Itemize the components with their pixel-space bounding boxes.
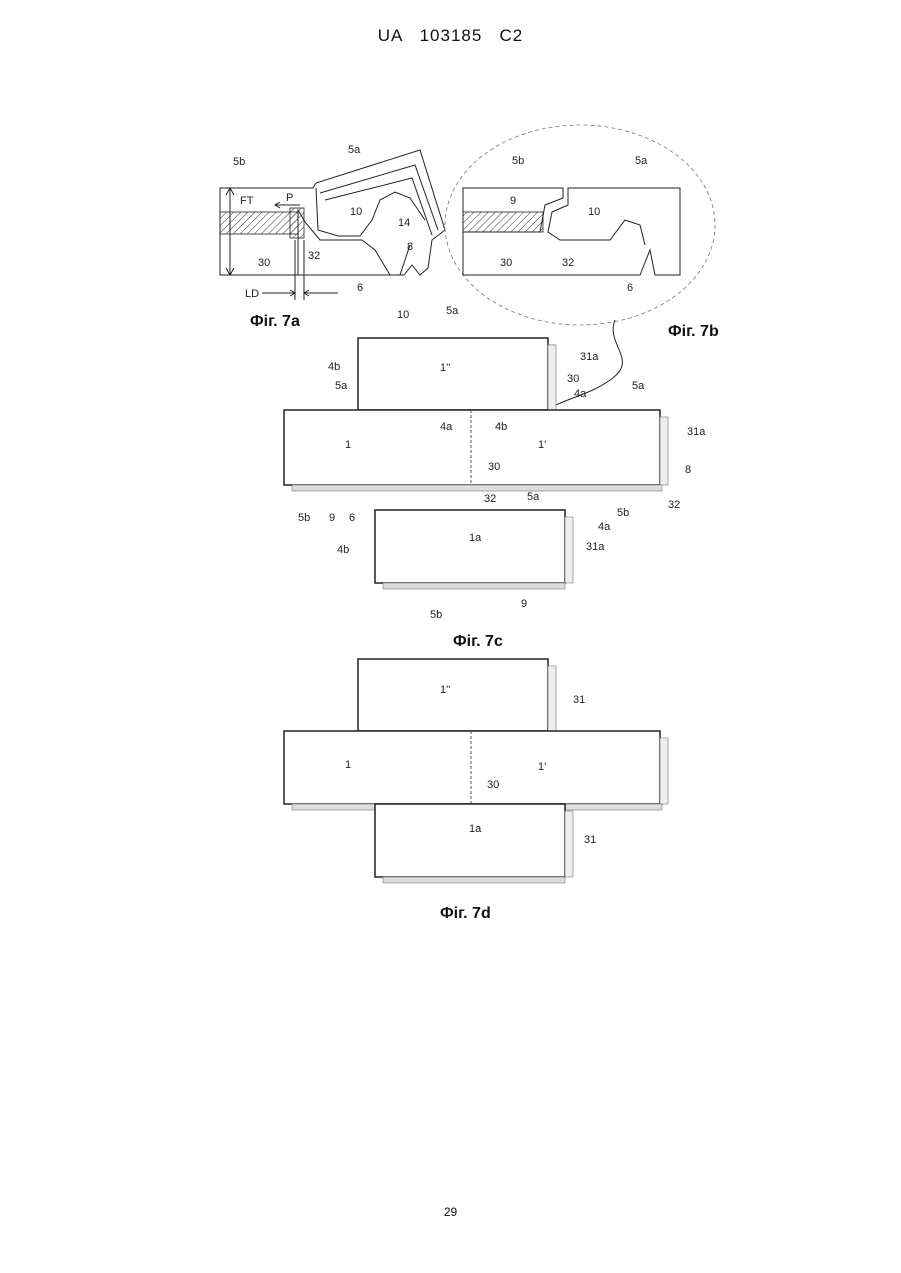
caption-fig-7c: Фіг. 7c bbox=[453, 633, 503, 650]
label-30-top: 30 bbox=[567, 373, 579, 385]
panel-label-left: 1 bbox=[345, 439, 351, 451]
label-5b: 5b bbox=[512, 155, 524, 167]
label-4b-top: 4b bbox=[328, 361, 340, 373]
label-30: 30 bbox=[487, 779, 499, 791]
label-P: P bbox=[286, 192, 293, 204]
label-9-left: 9 bbox=[329, 512, 335, 524]
label-9: 9 bbox=[510, 195, 516, 207]
label-10: 10 bbox=[397, 309, 409, 321]
panel-label-bottom: 1a bbox=[469, 532, 482, 544]
label-31a-bottom: 31a bbox=[586, 541, 605, 553]
label-32-mid: 32 bbox=[484, 493, 496, 505]
label-6: 6 bbox=[357, 282, 363, 294]
page-number: 29 bbox=[0, 1205, 901, 1219]
label-4b-mid: 4b bbox=[495, 421, 507, 433]
label-32-right: 32 bbox=[668, 499, 680, 511]
label-6: 6 bbox=[349, 512, 355, 524]
label-32: 32 bbox=[562, 257, 574, 269]
label-FT: FT bbox=[240, 195, 254, 207]
panel-label-right: 1' bbox=[538, 761, 546, 773]
label-30-mid: 30 bbox=[488, 461, 500, 473]
label-30: 30 bbox=[258, 257, 270, 269]
label-5a-left: 5a bbox=[335, 380, 348, 392]
label-5a-bottom: 5a bbox=[527, 491, 540, 503]
label-9-bottom: 9 bbox=[521, 598, 527, 610]
figure-7d: 1'' 31 1 1' 30 1a 31 Фіг. 7d bbox=[284, 659, 668, 922]
label-LD: LD bbox=[245, 288, 259, 300]
label-31-bottom: 31 bbox=[584, 834, 596, 846]
label-4b-bottom: 4b bbox=[337, 544, 349, 556]
label-14: 14 bbox=[398, 217, 410, 229]
label-6: 6 bbox=[627, 282, 633, 294]
label-8: 8 bbox=[685, 464, 691, 476]
label-31-top: 31 bbox=[573, 694, 585, 706]
label-5a-right: 5a bbox=[632, 380, 645, 392]
label-31a-top: 31a bbox=[580, 351, 599, 363]
label-5a: 5a bbox=[635, 155, 648, 167]
panel-label-bottom: 1a bbox=[469, 823, 482, 835]
label-5b-right: 5b bbox=[617, 507, 629, 519]
caption-fig-7a: Фіг. 7a bbox=[250, 313, 300, 330]
figure-7a: 5b 5a FT P 10 14 8 30 32 6 LD Фіг. 7a bbox=[220, 144, 445, 330]
caption-fig-7b: Фіг. 7b bbox=[668, 323, 719, 340]
label-4a-top: 4a bbox=[574, 388, 587, 400]
label-10: 10 bbox=[588, 206, 600, 218]
panel-label-top: 1'' bbox=[440, 684, 450, 696]
caption-fig-7d: Фіг. 7d bbox=[440, 905, 491, 922]
label-10: 10 bbox=[350, 206, 362, 218]
panel-label-right: 1' bbox=[538, 439, 546, 451]
label-8: 8 bbox=[407, 241, 413, 253]
figure-7c: 10 5a 4b 1'' 31a 30 4a 5a 5a 1 4a 4b 1' … bbox=[284, 305, 706, 650]
label-4a-bottom: 4a bbox=[598, 521, 611, 533]
label-32: 32 bbox=[308, 250, 320, 262]
panel-label-top: 1'' bbox=[440, 362, 450, 374]
label-5b-bottom: 5b bbox=[430, 609, 442, 621]
label-4a-mid: 4a bbox=[440, 421, 453, 433]
label-30: 30 bbox=[500, 257, 512, 269]
label-31a-right: 31a bbox=[687, 426, 706, 438]
label-5a: 5a bbox=[348, 144, 361, 156]
label-5b: 5b bbox=[233, 156, 245, 168]
figure-7b: 5b 5a 9 10 30 32 6 Фіг. 7b bbox=[445, 125, 719, 340]
label-5a-top: 5a bbox=[446, 305, 459, 317]
label-5b-left: 5b bbox=[298, 512, 310, 524]
panel-label-left: 1 bbox=[345, 759, 351, 771]
